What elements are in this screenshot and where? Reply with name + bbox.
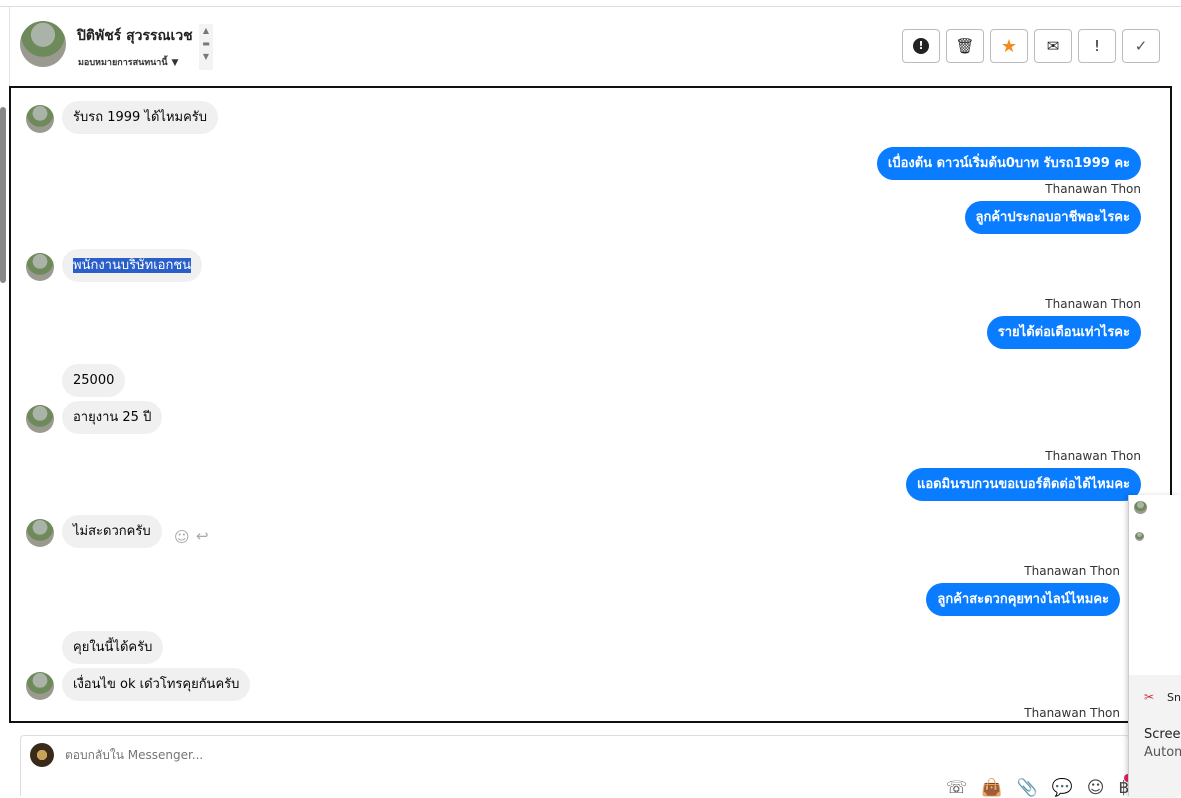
star-button[interactable]: ★ <box>990 29 1028 63</box>
reply-icon[interactable]: ↩ <box>196 527 209 545</box>
spam-button[interactable]: ! <box>902 29 940 63</box>
contact-avatar-small <box>26 672 54 700</box>
emoji-icon[interactable]: ☺ <box>1086 778 1105 798</box>
incoming-message[interactable]: คุยในนี้ได้ครับ <box>62 631 164 664</box>
notification-body: ✂ Snipping Tool Screen Autom <box>1129 675 1181 796</box>
outgoing-message[interactable]: ลูกค้าสะดวกคุยทางไลน์ไหมคะ <box>926 583 1120 616</box>
sender-name: Thanawan Thon <box>1045 297 1141 311</box>
contact-name: ปิติพัชร์ สุวรรณเวช <box>77 28 193 44</box>
top-divider <box>0 6 1181 7</box>
sender-name: Thanawan Thon <box>1045 182 1141 196</box>
sender-name: Thanawan Thon <box>1045 449 1141 463</box>
star-icon: ★ <box>1000 35 1018 57</box>
outgoing-message[interactable]: แอดมินรบกวนขอเบอร์ติดต่อได้ไหมคะ <box>905 468 1141 501</box>
outgoing-message[interactable]: รายได้ต่อเดือนเท่าไรคะ <box>986 316 1141 349</box>
message-thread: รับรถ 1999 ได้ไหมครับ เบื่องต้น ดาวน์เริ… <box>9 86 1172 723</box>
reply-input[interactable] <box>65 748 665 762</box>
page-scrollbar[interactable] <box>0 97 7 297</box>
page-scrollbar-thumb[interactable] <box>0 107 6 283</box>
call-add-icon[interactable]: ☏ <box>946 778 968 798</box>
alert-circle-icon: ! <box>913 38 929 54</box>
caret-down-icon: ▼ <box>171 58 179 68</box>
reply-composer <box>20 735 1130 796</box>
contact-avatar-small <box>26 253 54 281</box>
left-divider <box>9 7 10 87</box>
contact-avatar-small <box>26 405 54 433</box>
exclamation-icon: ! <box>1093 37 1100 55</box>
check-icon: ✓ <box>1134 37 1148 55</box>
scroll-up-icon[interactable]: ▲ <box>1171 94 1172 103</box>
incoming-message[interactable]: ไม่สะดวกครับ <box>62 515 162 548</box>
conversation-toolbar: ! 🗑 ★ ✉ ! ✓ <box>902 29 1160 63</box>
outgoing-message[interactable]: ลูกค้าประกอบอาชีพอะไรคะ <box>964 201 1141 234</box>
chat-bubble-icon[interactable]: 💬 <box>1051 778 1073 798</box>
thumbnail-avatar <box>1134 501 1147 514</box>
assign-conversation-dropdown[interactable]: มอบหมายการสนทนานี้▼ <box>78 55 178 69</box>
incoming-message[interactable]: เงื่อนไข ok เด๋วโทรคุยกันครับ <box>62 668 251 701</box>
envelope-open-icon: ✉ <box>1046 37 1060 55</box>
contact-avatar-small <box>26 519 54 547</box>
incoming-message[interactable]: พนักงานบริษัทเอกชน <box>62 249 203 282</box>
baht-icon[interactable]: ฿ <box>1118 778 1130 798</box>
contact-avatar-small <box>26 105 54 133</box>
header-scroll-stepper[interactable]: ▲▬▼ <box>199 24 213 70</box>
incoming-message[interactable]: 25000 <box>62 364 126 397</box>
mark-unread-button[interactable]: ✉ <box>1034 29 1072 63</box>
trash-icon: 🗑 <box>955 37 975 55</box>
composer-tools: ☏ 👜 📎 💬 ☺ ฿ <box>946 778 1129 798</box>
snipping-tool-notification[interactable]: ✂ Snipping Tool Screen Autom <box>1128 495 1181 796</box>
notification-subtitle: Autom <box>1144 745 1181 760</box>
outgoing-message[interactable]: เบื่องต้น ดาวน์เริ่มต้น0บาท รับรถ1999 คะ <box>876 147 1141 180</box>
assign-label: มอบหมายการสนทนานี้ <box>78 58 168 68</box>
delete-button[interactable]: 🗑 <box>946 29 984 63</box>
important-button[interactable]: ! <box>1078 29 1116 63</box>
scissors-icon: ✂ <box>1144 690 1155 704</box>
notification-title: Screen <box>1144 727 1181 742</box>
shopping-bag-icon[interactable]: 👜 <box>981 778 1003 798</box>
react-emoji-icon[interactable]: ☺ <box>174 528 190 546</box>
incoming-message[interactable]: อายุงาน 25 ปี <box>62 401 163 434</box>
sender-name: Thanawan Thon <box>1024 706 1120 720</box>
sender-name: Thanawan Thon <box>1024 564 1120 578</box>
selected-text: พนักงานบริษัทเอกชน <box>73 258 192 273</box>
paperclip-icon[interactable]: 📎 <box>1016 778 1038 798</box>
notification-app: Snipping Tool <box>1167 691 1181 704</box>
incoming-message[interactable]: รับรถ 1999 ได้ไหมครับ <box>62 101 219 134</box>
page-avatar <box>30 743 54 767</box>
thumbnail-avatar <box>1135 532 1144 541</box>
contact-avatar[interactable] <box>20 21 66 67</box>
done-button[interactable]: ✓ <box>1122 29 1160 63</box>
